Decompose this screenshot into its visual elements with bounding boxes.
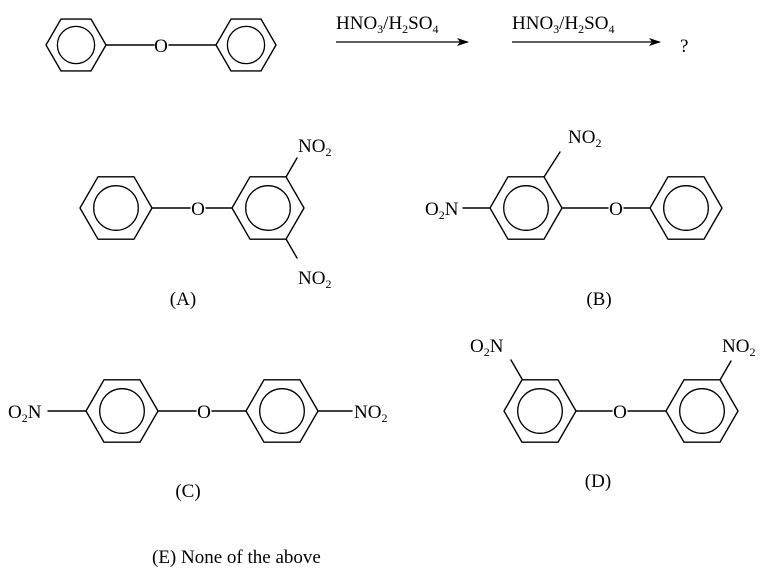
option-b-structure: O2N NO2 O: [425, 127, 723, 240]
option-c-label: (C): [175, 481, 200, 502]
oxygen-bridge-label: O: [191, 199, 205, 220]
nitro-group-label: NO2: [354, 402, 387, 425]
bond: [510, 359, 523, 380]
ring-hexagon: [79, 176, 153, 240]
benzene-ring: [649, 176, 723, 240]
reaction-arrow-2: HNO3/H2SO4: [512, 13, 661, 46]
ring-hexagon: [245, 379, 319, 443]
reactant-diphenyl-ether: O: [45, 18, 277, 72]
benzene-ring: [245, 379, 319, 443]
nitro-group-label: O2N: [470, 336, 504, 359]
benzene-ring: [85, 379, 159, 443]
ring-aromatic-circle: [679, 388, 725, 434]
ring-aromatic-circle: [226, 25, 266, 65]
reaction-arrow-1: HNO3/H2SO4: [336, 13, 469, 46]
bond: [285, 238, 298, 259]
bond: [543, 151, 561, 178]
option-e-label: (E) None of the above: [152, 547, 321, 568]
benzene-ring: [489, 176, 563, 240]
ring-aromatic-circle: [245, 185, 291, 231]
ring-aromatic-circle: [56, 25, 96, 65]
oxygen-bridge-label: O: [613, 402, 627, 423]
nitro-group-label: NO2: [298, 268, 331, 291]
oxygen-bridge-label: O: [197, 402, 211, 423]
benzene-ring: [79, 176, 153, 240]
benzene-ring: [215, 18, 277, 72]
bond: [285, 157, 298, 178]
option-d-structure: O2N O NO2: [470, 336, 755, 443]
option-b-label: (B): [586, 289, 611, 310]
benzene-ring: [231, 176, 305, 240]
nitro-group-label: O2N: [425, 199, 459, 222]
option-a-label: (A): [170, 289, 196, 310]
ring-aromatic-circle: [93, 185, 139, 231]
ring-aromatic-circle: [663, 185, 709, 231]
nitro-group-label: NO2: [722, 336, 755, 359]
ring-hexagon: [45, 18, 107, 72]
oxygen-bridge-label: O: [609, 199, 623, 220]
reagent-1-label: HNO3/H2SO4: [336, 13, 438, 36]
option-a-structure: O NO2 NO2: [79, 136, 331, 291]
option-c-structure: O2N O NO2: [8, 379, 387, 443]
benzene-ring: [503, 379, 577, 443]
option-d-label: (D): [585, 471, 611, 492]
nitro-group-label: NO2: [298, 136, 331, 159]
ring-hexagon: [85, 379, 159, 443]
reagent-2-label: HNO3/H2SO4: [512, 13, 614, 36]
ring-aromatic-circle: [259, 388, 305, 434]
ring-aromatic-circle: [517, 388, 563, 434]
nitro-group-label: O2N: [8, 402, 42, 425]
ring-hexagon: [649, 176, 723, 240]
bond: [719, 360, 732, 381]
oxygen-bridge-label: O: [154, 36, 168, 57]
benzene-ring: [45, 18, 107, 72]
ring-aromatic-circle: [503, 185, 549, 231]
ring-aromatic-circle: [99, 388, 145, 434]
ring-hexagon: [503, 379, 577, 443]
nitro-group-label: NO2: [568, 127, 601, 150]
benzene-ring: [665, 379, 739, 443]
product-question-mark: ?: [680, 36, 688, 57]
